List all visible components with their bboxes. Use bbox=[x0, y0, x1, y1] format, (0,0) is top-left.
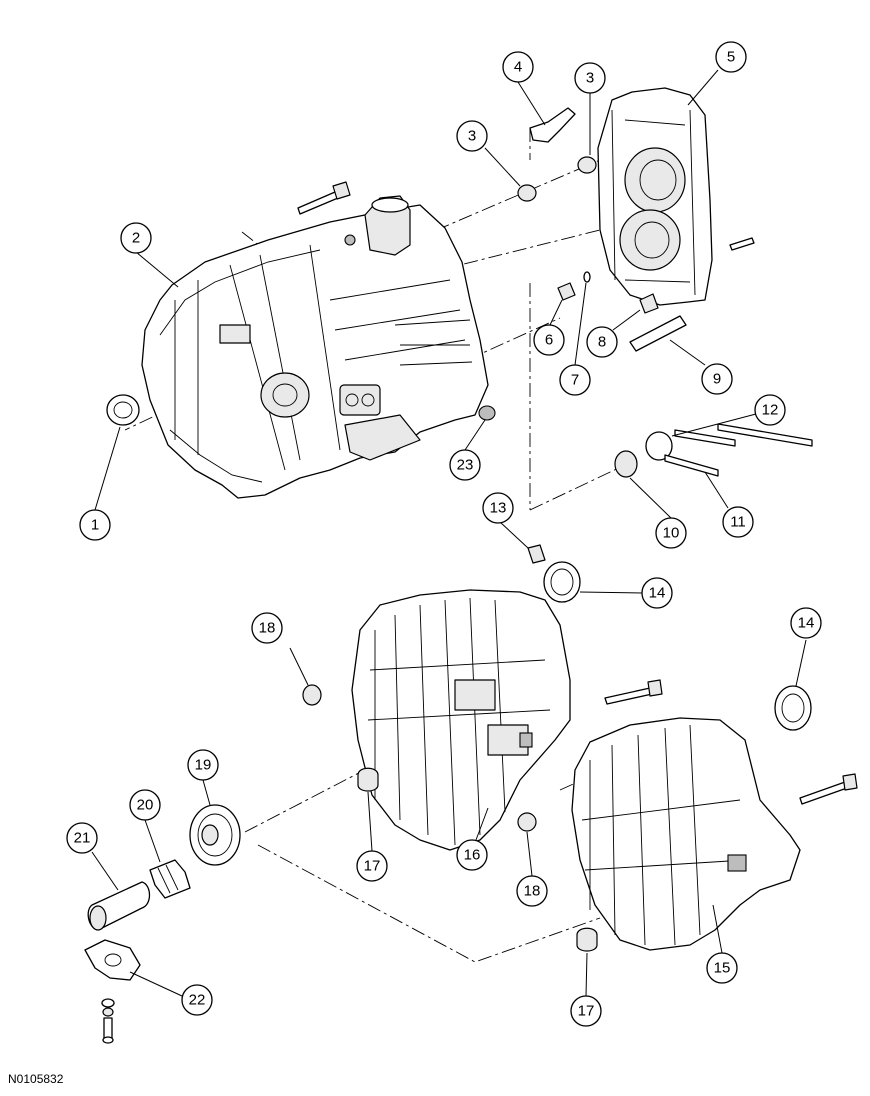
callout-5-label: 5 bbox=[727, 49, 735, 66]
callout-1: 1 bbox=[79, 509, 111, 541]
callout-1-label: 1 bbox=[91, 517, 99, 534]
callout-16-label: 16 bbox=[464, 847, 481, 864]
bushings bbox=[517, 156, 597, 202]
callout-22: 22 bbox=[181, 984, 213, 1016]
case-bolt bbox=[297, 181, 351, 215]
callout-15-label: 15 bbox=[714, 960, 731, 977]
callout-18-lower-label: 18 bbox=[524, 883, 541, 900]
housing-bolt-right bbox=[799, 773, 858, 805]
callout-23: 23 bbox=[449, 449, 481, 481]
callout-10: 10 bbox=[655, 517, 687, 549]
callout-17-upper: 17 bbox=[356, 850, 388, 882]
callout-19-label: 19 bbox=[195, 757, 212, 774]
callout-4: 4 bbox=[502, 51, 534, 83]
callout-18-upper: 18 bbox=[251, 612, 283, 644]
callout-13-label: 13 bbox=[490, 500, 507, 517]
shift-arm bbox=[529, 107, 576, 143]
dowel-seal bbox=[527, 544, 581, 603]
callout-5: 5 bbox=[715, 41, 747, 73]
callout-7-label: 7 bbox=[571, 372, 579, 389]
retainer-clip bbox=[84, 939, 141, 1044]
callout-20: 20 bbox=[129, 789, 161, 821]
callout-20-label: 20 bbox=[137, 797, 154, 814]
callout-13: 13 bbox=[482, 492, 514, 524]
callout-17-upper-label: 17 bbox=[364, 858, 381, 875]
callout-12-label: 12 bbox=[762, 402, 779, 419]
seal-right bbox=[774, 685, 812, 731]
callout-12: 12 bbox=[754, 394, 786, 426]
shift-parts bbox=[614, 423, 813, 478]
callout-21-label: 21 bbox=[74, 830, 91, 847]
extension-housing-lower bbox=[571, 717, 801, 951]
callout-9-label: 9 bbox=[713, 371, 721, 388]
callout-17-lower: 17 bbox=[570, 995, 602, 1027]
callout-2: 2 bbox=[120, 222, 152, 254]
figure-id-label: N0105832 bbox=[8, 1072, 64, 1086]
callout-22-label: 22 bbox=[189, 992, 206, 1009]
callout-3-left: 3 bbox=[456, 120, 488, 152]
callout-14-upper-label: 14 bbox=[649, 585, 666, 602]
callout-4-label: 4 bbox=[514, 59, 522, 76]
callout-11: 11 bbox=[722, 506, 754, 538]
extension-housing-upper bbox=[351, 589, 571, 851]
callout-3-right-label: 3 bbox=[586, 70, 594, 87]
callout-23-label: 23 bbox=[457, 457, 474, 474]
housing-bolt-upper bbox=[604, 679, 663, 705]
callout-17-lower-label: 17 bbox=[578, 1003, 595, 1020]
callout-18-lower: 18 bbox=[516, 875, 548, 907]
bushings-18 bbox=[302, 684, 537, 832]
callout-14-right-label: 14 bbox=[798, 615, 815, 632]
bushing-23 bbox=[478, 405, 496, 421]
transmission-case bbox=[141, 195, 489, 499]
callout-9: 9 bbox=[701, 363, 733, 395]
callout-19: 19 bbox=[187, 749, 219, 781]
callout-2-label: 2 bbox=[132, 230, 140, 247]
rear-cover bbox=[597, 87, 755, 306]
callout-7: 7 bbox=[559, 364, 591, 396]
callout-16: 16 bbox=[456, 839, 488, 871]
callout-10-label: 10 bbox=[663, 525, 680, 542]
callout-15: 15 bbox=[706, 952, 738, 984]
callout-8: 8 bbox=[586, 326, 618, 358]
input-seal bbox=[106, 394, 140, 426]
callout-14-upper: 14 bbox=[641, 577, 673, 609]
leader-lines bbox=[91, 69, 807, 997]
callout-11-label: 11 bbox=[730, 514, 746, 531]
callout-6: 6 bbox=[533, 324, 565, 356]
small-plugs bbox=[557, 271, 687, 352]
callout-3-left-label: 3 bbox=[468, 128, 476, 145]
callout-6-label: 6 bbox=[545, 332, 553, 349]
callout-21: 21 bbox=[66, 822, 98, 854]
plugs-17 bbox=[357, 767, 598, 952]
callout-3-right: 3 bbox=[574, 62, 606, 94]
callout-8-label: 8 bbox=[598, 334, 606, 351]
callout-18-upper-label: 18 bbox=[259, 620, 276, 637]
gear-assembly bbox=[87, 804, 241, 931]
callout-14-right: 14 bbox=[790, 607, 822, 639]
